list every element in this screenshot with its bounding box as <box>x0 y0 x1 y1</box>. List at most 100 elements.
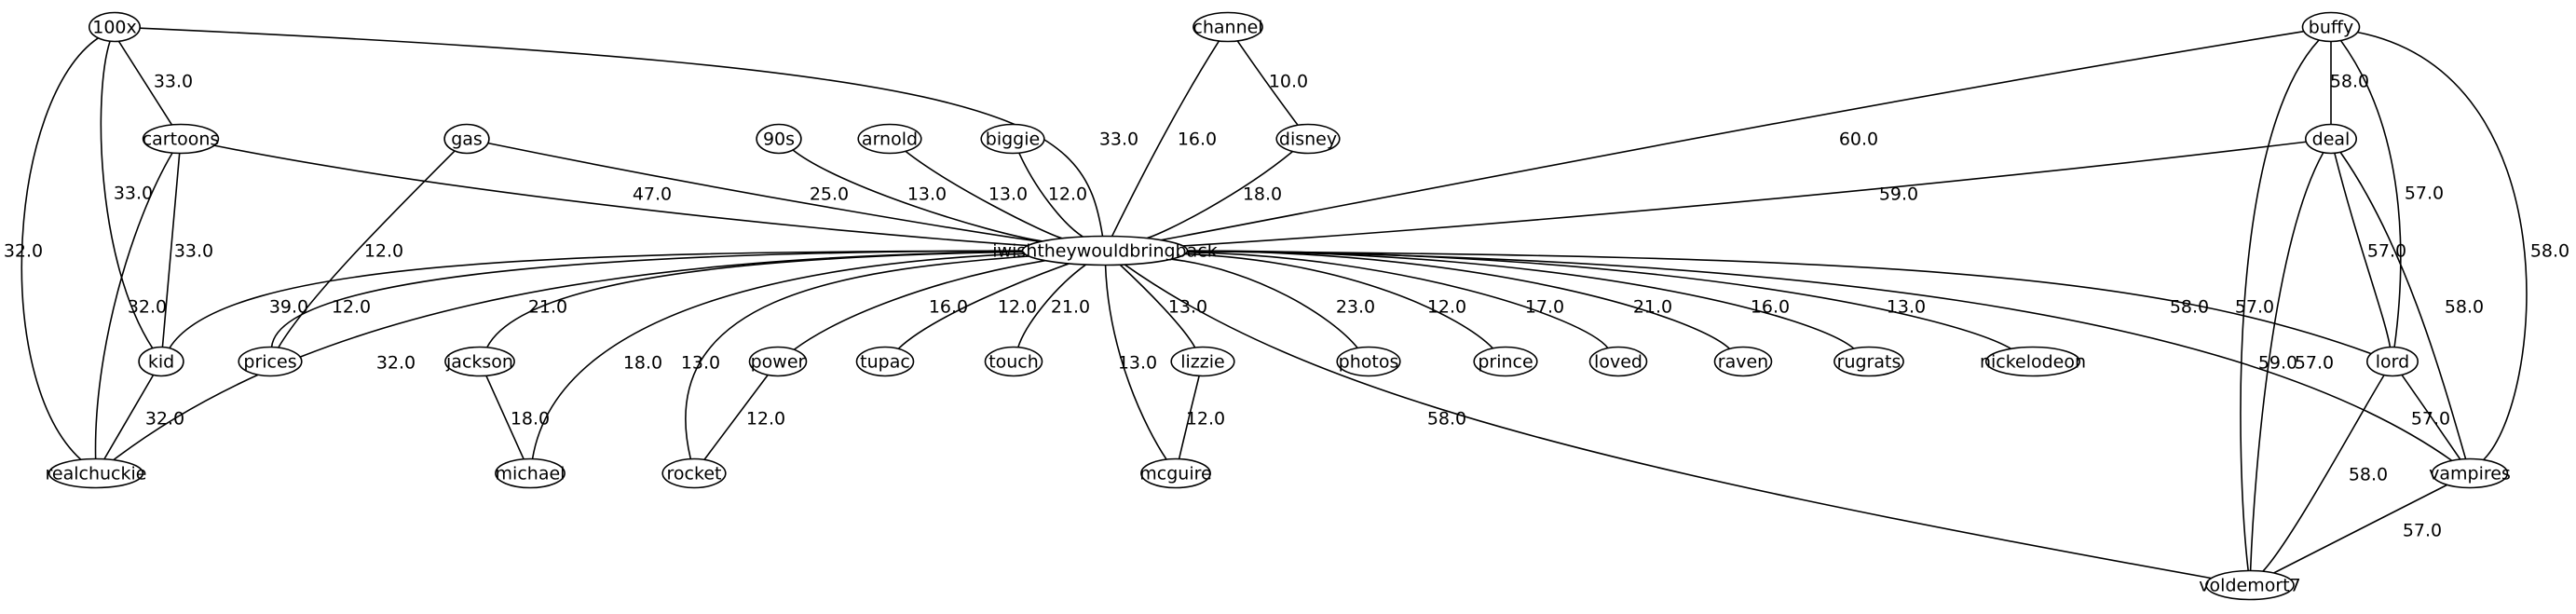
edge-weight-label: 33.0 <box>174 241 213 262</box>
node-label: disney <box>1279 130 1337 150</box>
edge-weight-label: 13.0 <box>1887 297 1926 318</box>
node-gas: gas <box>443 123 490 155</box>
edge-line <box>1187 250 2453 462</box>
edge-weight-label: 59.0 <box>1879 184 1918 205</box>
edge-weight-label: 13.0 <box>1168 297 1207 318</box>
node-ellipse <box>748 346 808 377</box>
node-ellipse <box>495 457 566 489</box>
node-ellipse <box>1833 346 1904 377</box>
node-label: touch <box>988 352 1039 373</box>
edge-iwishtheywouldbringback-vampires: 59.0 <box>1187 250 2453 462</box>
node-ellipse <box>1336 346 1401 377</box>
node-ellipse <box>2301 11 2361 43</box>
edge-weight-label: 18.0 <box>511 409 550 430</box>
node-ellipse <box>142 123 220 155</box>
node-voldemort7: voldemort7 <box>2199 569 2301 601</box>
edge-iwishtheywouldbringback-lord: 58.0 <box>1187 250 2372 355</box>
edge-iwishtheywouldbringback-voldemort7: 58.0 <box>1124 264 2212 580</box>
edge-weight-label: 33.0 <box>114 184 153 204</box>
node-loved: loved <box>1588 346 1648 377</box>
edge-buffy-iwishtheywouldbringback: 60.0 <box>1161 30 2305 241</box>
node-channel: channel <box>1193 11 1263 43</box>
edge-line <box>2339 151 2467 459</box>
edge-power-rocket: 12.0 <box>703 375 785 460</box>
edge-line <box>1119 264 1196 348</box>
edge-iwishtheywouldbringback-michael: 18.0 <box>531 252 1025 459</box>
node-ellipse <box>443 123 490 155</box>
edge-line <box>1171 258 1358 348</box>
edge-line <box>897 263 1070 349</box>
node-realchuckie: realchuckie <box>46 457 146 489</box>
edge-line <box>2334 153 2392 348</box>
node-label: gas <box>451 130 483 150</box>
node-label: deal <box>2312 130 2351 150</box>
node-label: photos <box>1339 352 1399 373</box>
node-ellipse <box>238 346 303 377</box>
edge-line <box>270 250 1023 348</box>
edge-weight-label: 12.0 <box>332 297 371 318</box>
edge-iwishtheywouldbringback-power: 16.0 <box>793 259 1046 350</box>
edge-line <box>161 153 181 348</box>
node-iwishtheywouldbringback: iwishtheywouldbringback <box>992 235 1218 266</box>
edge-lord-vampires: 57.0 <box>2401 374 2461 460</box>
edge-iwishtheywouldbringback-prices: 12.0 <box>270 250 1023 348</box>
edge-weight-label: 32.0 <box>145 409 184 430</box>
edge-weight-label: 18.0 <box>623 353 662 374</box>
edge-cartoons-kid: 33.0 <box>161 153 213 348</box>
edge-line <box>2357 31 2528 461</box>
node-ellipse <box>2305 123 2358 155</box>
edge-line <box>2273 484 2448 574</box>
node-ellipse <box>2366 346 2419 377</box>
edge-weight-label: 32.0 <box>4 241 43 262</box>
edge-weight-label: 10.0 <box>1269 72 1308 92</box>
edge-deal-iwishtheywouldbringback: 59.0 <box>1182 141 2307 247</box>
edge-90s-iwishtheywouldbringback: 13.0 <box>792 149 1043 242</box>
node-label: jackson <box>445 352 513 373</box>
node-ellipse <box>444 346 515 377</box>
edge-weight-label: 13.0 <box>1118 353 1157 374</box>
edge-weight-label: 57.0 <box>2403 521 2442 541</box>
node-label: rocket <box>667 464 722 484</box>
node-disney: disney <box>1275 123 1341 155</box>
edge-line <box>486 251 1023 348</box>
edge-line <box>213 144 1029 247</box>
node-ellipse <box>2205 569 2295 601</box>
edge-iwishtheywouldbringback-tupac: 12.0 <box>897 263 1070 349</box>
edge-buffy-voldemort7: 57.0 <box>2235 39 2320 571</box>
edge-line <box>1104 265 1167 460</box>
node-ellipse <box>1193 11 1263 43</box>
node-kid: kid <box>138 346 184 377</box>
edge-line <box>1178 375 1200 459</box>
node-label: prices <box>243 352 296 373</box>
edge-line <box>2240 39 2320 571</box>
edge-line <box>703 375 769 460</box>
edge-weight-label: 57.0 <box>2405 184 2444 204</box>
node-ellipse <box>1713 346 1773 377</box>
node-biggie: biggie <box>980 123 1045 155</box>
edge-iwishtheywouldbringback-rugrats: 16.0 <box>1187 250 1855 349</box>
node-ellipse <box>1021 235 1189 266</box>
node-90s: 90s <box>756 123 802 155</box>
edge-weight-label: 21.0 <box>528 297 567 318</box>
edge-weight-label: 12.0 <box>1048 184 1087 205</box>
edge-line <box>140 27 1104 237</box>
edge-weight-label: 21.0 <box>1633 297 1672 318</box>
edge-100x-realchuckie: 32.0 <box>4 37 99 460</box>
edge-iwishtheywouldbringback-prince: 12.0 <box>1185 252 1493 349</box>
node-label: arnold <box>862 130 918 150</box>
node-ellipse <box>2431 457 2509 489</box>
edge-line <box>2401 374 2461 460</box>
node-label: michael <box>496 464 566 484</box>
node-label: iwishtheywouldbringback <box>992 241 1217 262</box>
edges-layer: 33.033.033.032.047.033.032.025.012.013.0… <box>4 27 2569 580</box>
edge-weight-label: 57.0 <box>2235 297 2274 318</box>
edge-weight-label: 12.0 <box>1427 297 1466 318</box>
node-buffy: buffy <box>2301 11 2361 43</box>
edge-line <box>485 375 525 460</box>
node-ellipse <box>980 123 1045 155</box>
edge-weight-label: 13.0 <box>907 184 947 205</box>
edge-weight-label: 33.0 <box>1099 130 1138 150</box>
edge-gas-prices: 12.0 <box>278 150 456 348</box>
